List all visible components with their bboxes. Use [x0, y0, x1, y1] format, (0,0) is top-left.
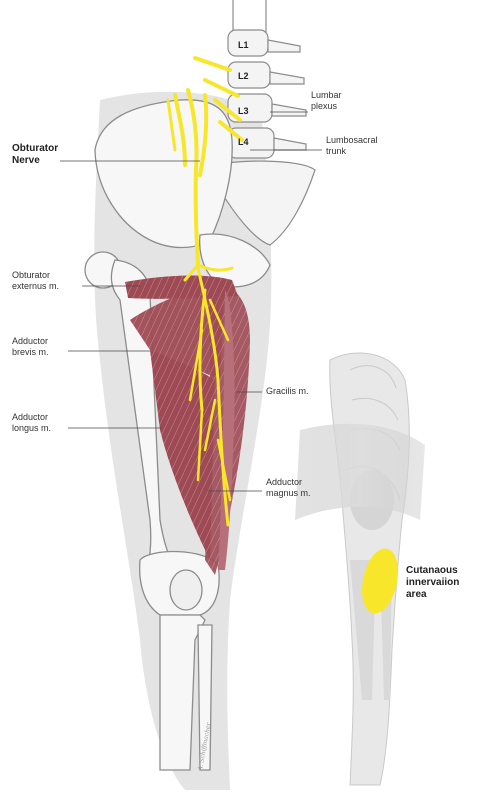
vertebra-label-l2: L2: [238, 71, 249, 81]
cutaneous-innervation-area: [362, 548, 398, 614]
adductor-longus-muscle: [150, 350, 215, 560]
vertebra-label-l4: L4: [238, 137, 249, 147]
lumbar-spine: [219, 0, 316, 246]
vertebra-label-l3: L3: [238, 106, 249, 116]
inset-body-figure: [295, 352, 425, 786]
label-gracilis: Gracilis m.: [266, 386, 309, 396]
obturator-nerve: [166, 56, 244, 527]
vertebra-label-l1: L1: [238, 40, 249, 50]
femur: [84, 251, 220, 771]
leader-lines: [60, 111, 322, 492]
